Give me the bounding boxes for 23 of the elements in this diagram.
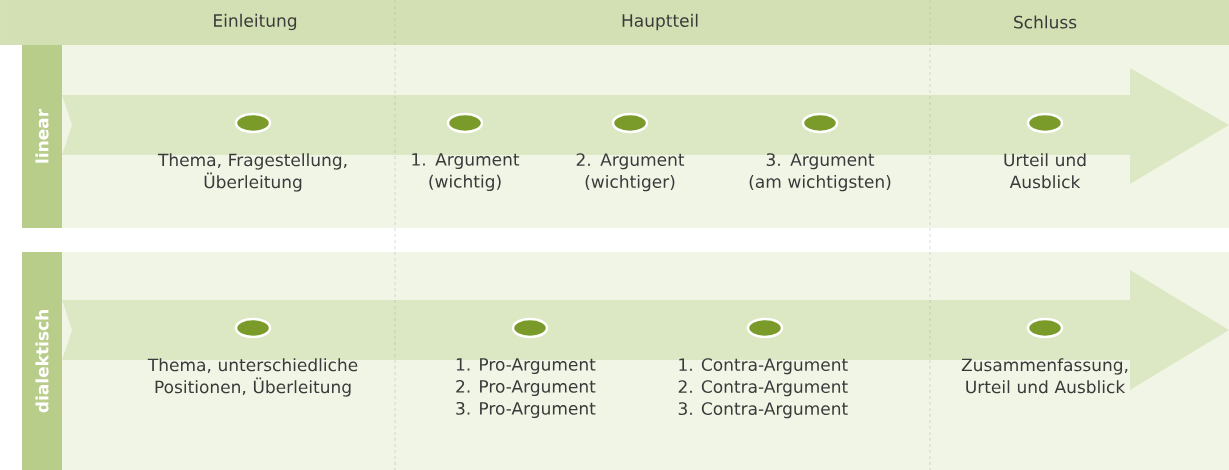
row-label-strip: dialektisch <box>22 252 62 470</box>
dot-marker <box>511 317 549 339</box>
row-label-strip: linear <box>22 45 62 228</box>
step-description: 1. Argument (wichtig) <box>412 153 520 192</box>
step-description: 3. Argument (am wichtigsten) <box>749 153 891 192</box>
dot-marker <box>801 112 839 134</box>
dot-marker <box>611 112 649 134</box>
dot-marker <box>1026 112 1064 134</box>
step-description: 2. Argument (wichtiger) <box>576 153 685 192</box>
column-heading: Schluss <box>1014 15 1077 29</box>
dot-marker <box>234 112 272 134</box>
step-description: Zusammenfassung, Urteil und Ausblick <box>961 358 1128 394</box>
dot-marker <box>446 112 484 134</box>
column-heading: Hauptteil <box>622 13 698 31</box>
step-description: 1. Contra-Argument 2. Contra-Argument 3. Contra-Argument <box>678 358 848 419</box>
dot-marker <box>746 317 784 339</box>
step-description: 1. Pro-Argument 2. Pro-Argument 3. Pro-Argument <box>456 358 596 419</box>
dot-marker <box>1026 317 1064 339</box>
column-heading: Einleitung <box>214 13 297 31</box>
dot-marker <box>234 317 272 339</box>
step-description: Thema, unterschiedliche Positionen, Überleitung <box>147 358 358 397</box>
step-description: Urteil und Ausblick <box>1004 153 1086 189</box>
step-description: Thema, Fragestellung, Überleitung <box>157 153 347 192</box>
